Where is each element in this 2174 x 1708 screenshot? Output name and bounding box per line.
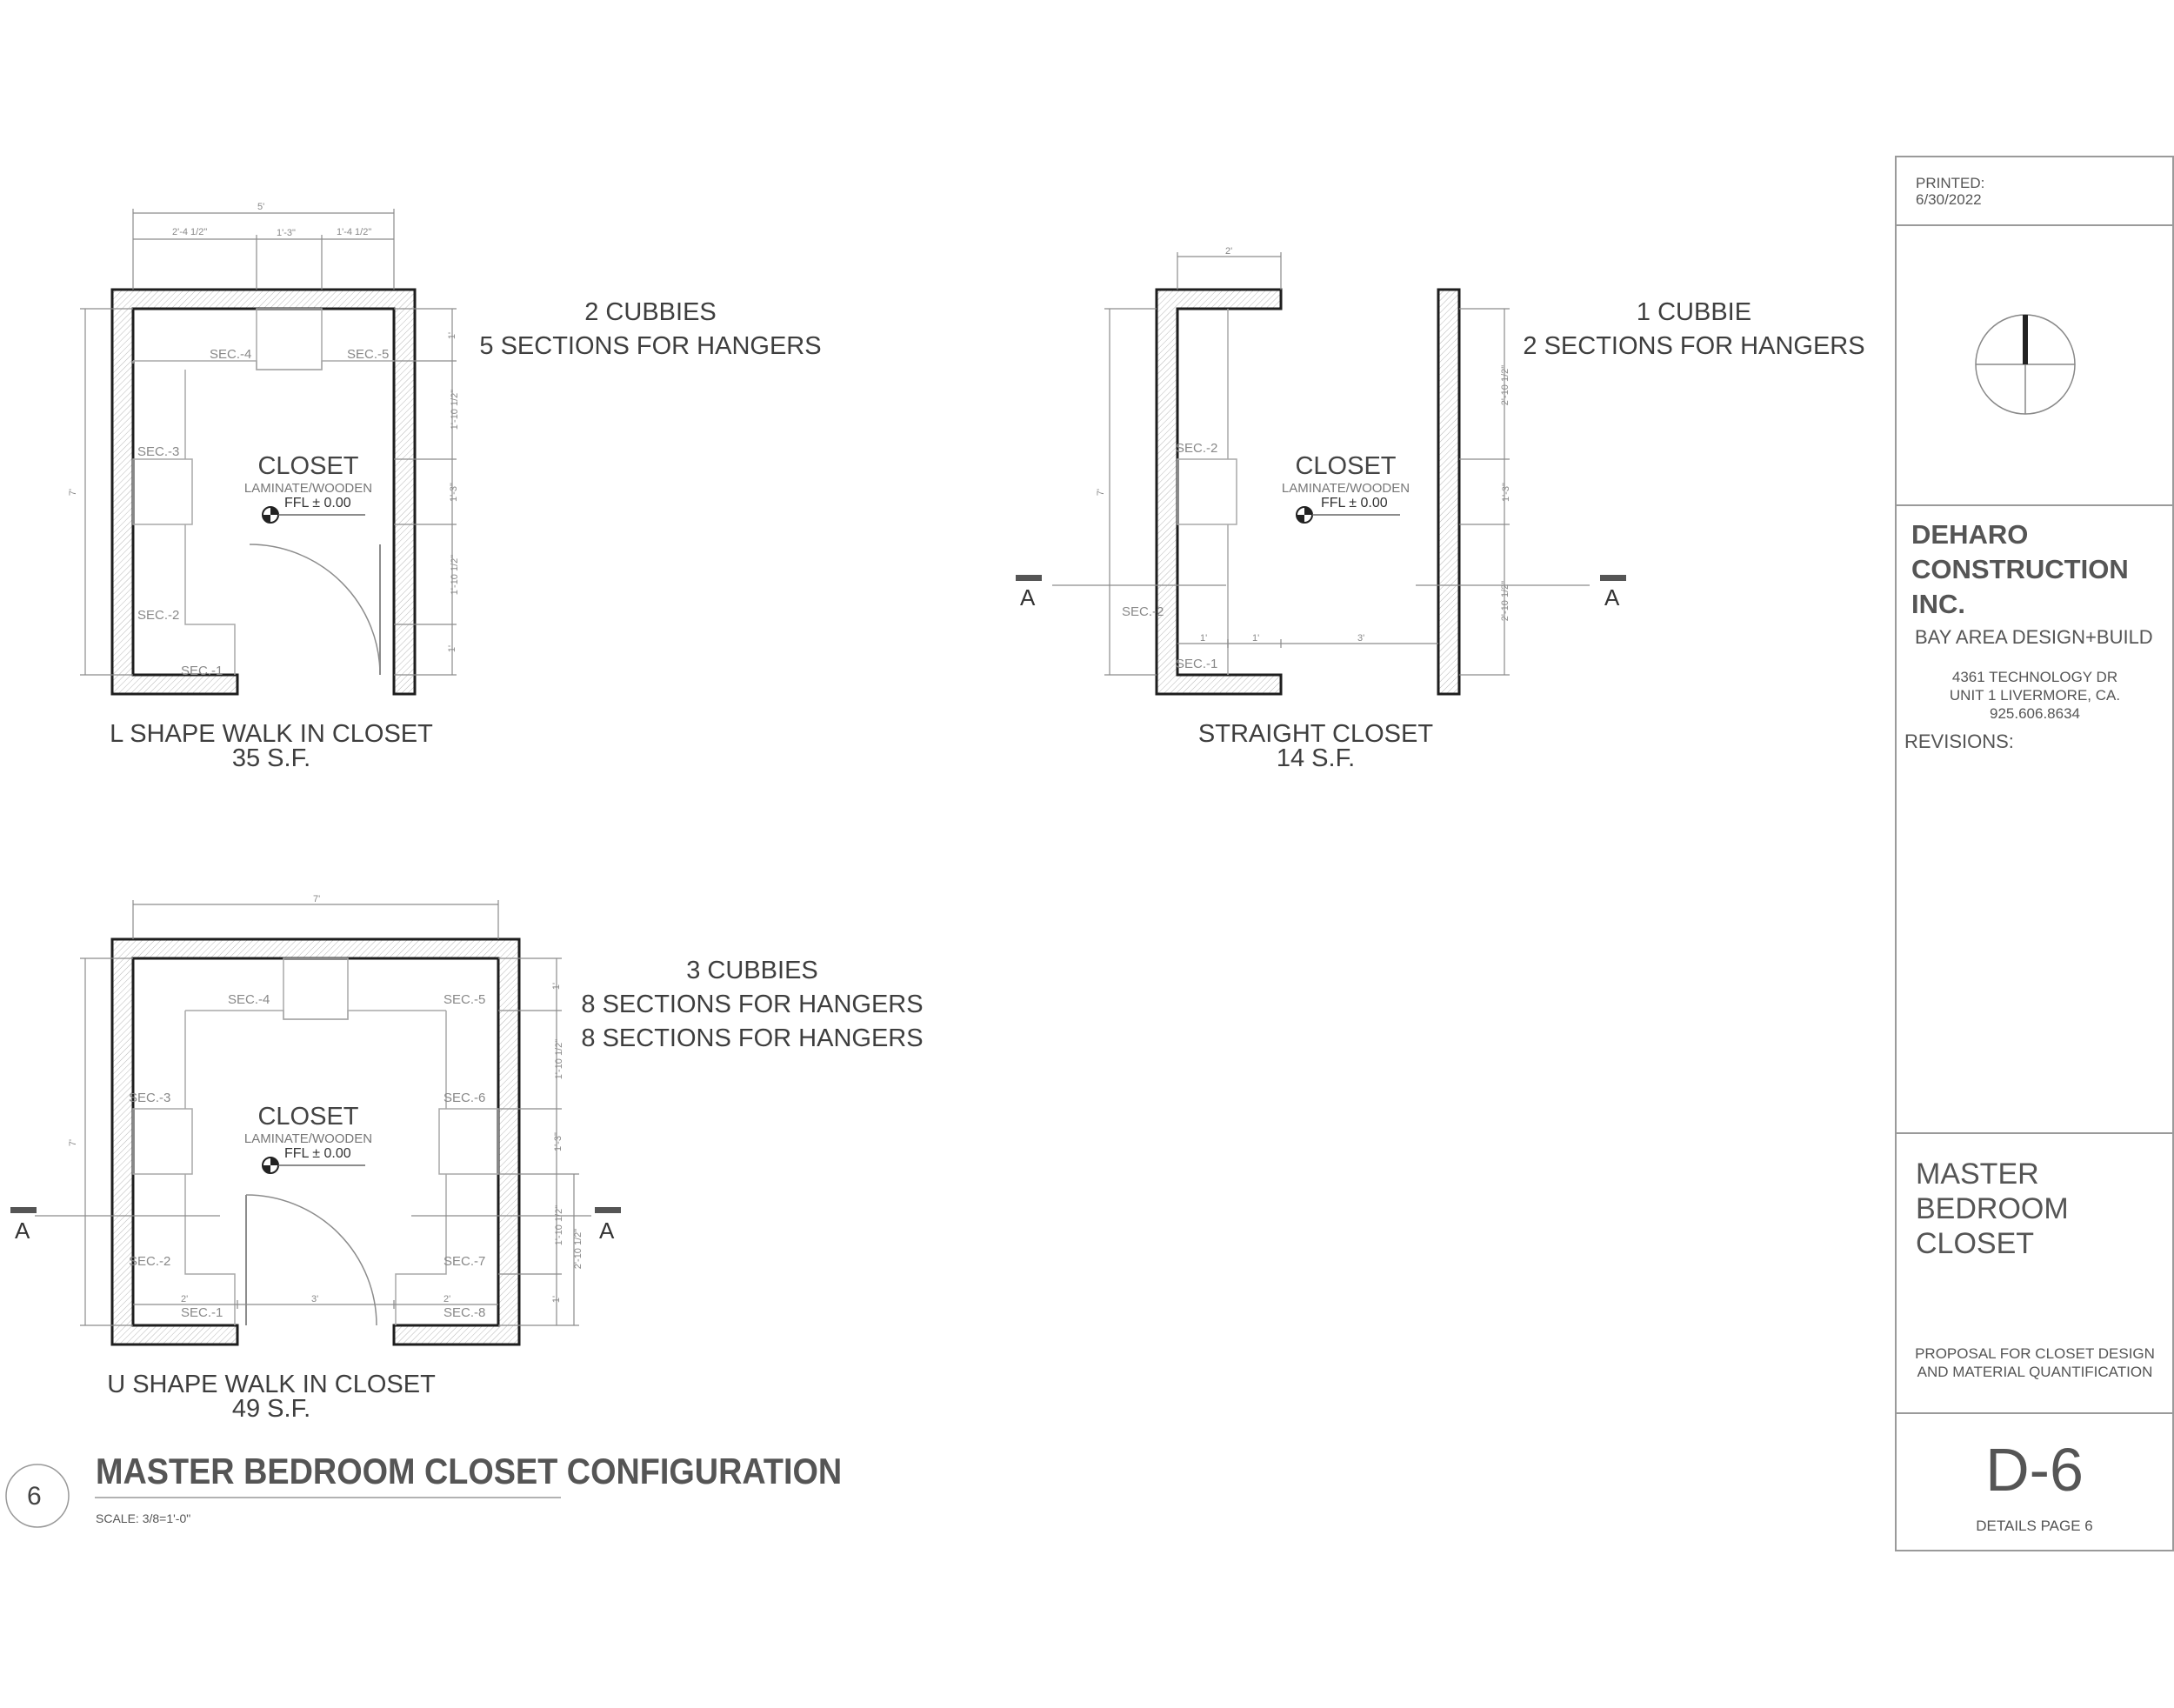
dimension-label: 1'-3" [448,483,459,502]
cubbies-note: 2 CUBBIES [584,298,717,326]
straight-room-tag: CLOSET LAMINATE/WOODEN [1281,452,1410,496]
section-label: SEC.-8 [443,1305,486,1320]
dimension-label: 2' [1225,246,1233,257]
straight-dims [1052,252,1590,676]
section-label: SEC.-7 [443,1254,486,1269]
section-mark: A [599,1218,615,1244]
sheet-number: D-6 [1985,1436,2084,1504]
dimension-label: 7' [68,1138,79,1147]
l-shape-dims [80,209,457,676]
straight-notes: 1 CUBBIE 2 SECTIONS FOR HANGERS [1520,296,1868,364]
cubbies-note: 3 CUBBIES [686,957,818,984]
section-label: SEC.-1 [1176,657,1218,671]
straight-left-wall [1155,288,1283,696]
sections-note: 5 SECTIONS FOR HANGERS [479,332,822,360]
l-shape-caption: L SHAPE WALK IN CLOSET 35 S.F. [110,720,433,772]
dimension-label: 1'-10 1/2" [450,389,461,430]
dimension-label: 1'-10 1/2" [450,554,461,596]
section-mark: A [15,1218,30,1244]
dimension-label: 7' [1096,488,1107,497]
dimension-label: 2'-10 1/2" [1500,580,1511,622]
u-shape-dims [35,900,591,1326]
dimension-label: 1'-10 1/2" [554,1204,565,1246]
dimension-label: 1'-4 1/2" [337,227,372,237]
dimension-label: 2' [443,1294,451,1304]
company-address: 4361 TECHNOLOGY DR UNIT 1 LIVERMORE, CA.… [1949,669,2121,722]
section-label: SEC.-6 [443,1091,486,1105]
level-tag: FFL ± 0.00 [284,1146,351,1161]
l-shape-closet-plan [80,209,457,696]
l-shape-room-tag: CLOSET LAMINATE/WOODEN [243,452,373,496]
sheet-title: MASTER BEDROOM CLOSET [1916,1158,2069,1260]
section-label: SEC.-1 [181,1305,223,1320]
dimension-label: 3' [311,1294,319,1304]
printed-stamp: PRINTED: 6/30/2022 [1916,175,1985,208]
u-shape-closet-plan [10,900,621,1346]
sections-note: 2 SECTIONS FOR HANGERS [1523,332,1865,360]
dimension-label: 1'-3" [552,1132,564,1151]
section-label: SEC.-3 [129,1091,171,1105]
drawing-title: MASTER BEDROOM CLOSET CONFIGURATION [96,1451,843,1491]
dimension-label: 2'-4 1/2" [172,227,208,237]
section-label: SEC.-4 [210,347,252,362]
section-label: SEC.-4 [228,992,270,1007]
section-mark: A [1020,584,1036,610]
u-shape-notes: 3 CUBBIES 8 SECTIONS FOR HANGERS 8 SECTI… [578,954,926,1056]
drawing-number-bubble [5,1464,70,1528]
drawing-scale: SCALE: 3/8=1'-0" [96,1511,191,1525]
dimension-label: 1'-10 1/2" [554,1038,565,1080]
cubbies-note: 1 CUBBIE [1636,298,1752,326]
dimension-label: 7' [313,894,321,904]
sections-note: 8 SECTIONS FOR HANGERS [581,1024,924,1052]
dimension-label: 1' [551,982,563,991]
dimension-label: 2'-10 1/2" [1500,364,1511,406]
sections-note: 8 SECTIONS FOR HANGERS [581,991,924,1018]
l-shape-door-swing [249,544,381,676]
l-shape-shelves [132,308,394,675]
section-label: SEC.-2 [1176,441,1218,456]
u-shape-shelves [132,957,499,1325]
dimension-label: 5' [257,202,265,212]
l-shape-notes: 2 CUBBIES 5 SECTIONS FOR HANGERS [477,296,824,364]
straight-right-wall [1437,288,1461,696]
dimension-label: 1'-3" [1500,483,1511,502]
dimension-label: 2' [181,1294,189,1304]
section-label: SEC.-5 [347,347,390,362]
dimension-label: 3' [1357,633,1365,644]
level-tag: FFL ± 0.00 [284,496,351,510]
dimension-label: 1' [447,331,458,340]
section-label: SEC.-2 [129,1254,171,1269]
section-label: SEC.-2 [137,608,180,623]
dimension-label: 1' [1252,633,1260,644]
dimension-label: 1'-3" [277,228,296,238]
title-block [1895,156,2174,1551]
straight-closet-plan [1016,252,1626,696]
dimension-label: 2'-10 1/2" [573,1228,584,1270]
u-shape-door-swing [245,1194,377,1326]
straight-caption: STRAIGHT CLOSET 14 S.F. [1197,720,1434,772]
dimension-label: 1' [447,644,458,653]
north-arrow-icon [1975,314,2076,415]
level-tag: FFL ± 0.00 [1321,496,1388,510]
u-shape-room-tag: CLOSET LAMINATE/WOODEN [243,1103,373,1146]
dimension-label: 7' [68,488,79,497]
drawing-number: 6 [27,1482,42,1511]
proposal-description: PROPOSAL FOR CLOSET DESIGN AND MATERIAL … [1915,1345,2155,1380]
section-label: SEC.-3 [137,444,180,459]
straight-shelves [1177,309,1237,675]
revisions-label: REVISIONS: [1904,731,2014,752]
company-name: DEHARO CONSTRUCTION INC. [1911,519,2129,619]
dimension-label: 1' [1200,633,1208,644]
u-shape-caption: U SHAPE WALK IN CLOSET 49 S.F. [107,1371,436,1423]
sheet-description: DETAILS PAGE 6 [1976,1518,2093,1534]
section-label: SEC.-5 [443,992,486,1007]
section-mark: A [1604,584,1620,610]
company-tagline: BAY AREA DESIGN+BUILD [1915,626,2153,648]
section-label: SEC.-2 [1122,604,1164,619]
dimension-label: 1' [551,1295,563,1304]
section-label: SEC.-1 [181,664,223,678]
